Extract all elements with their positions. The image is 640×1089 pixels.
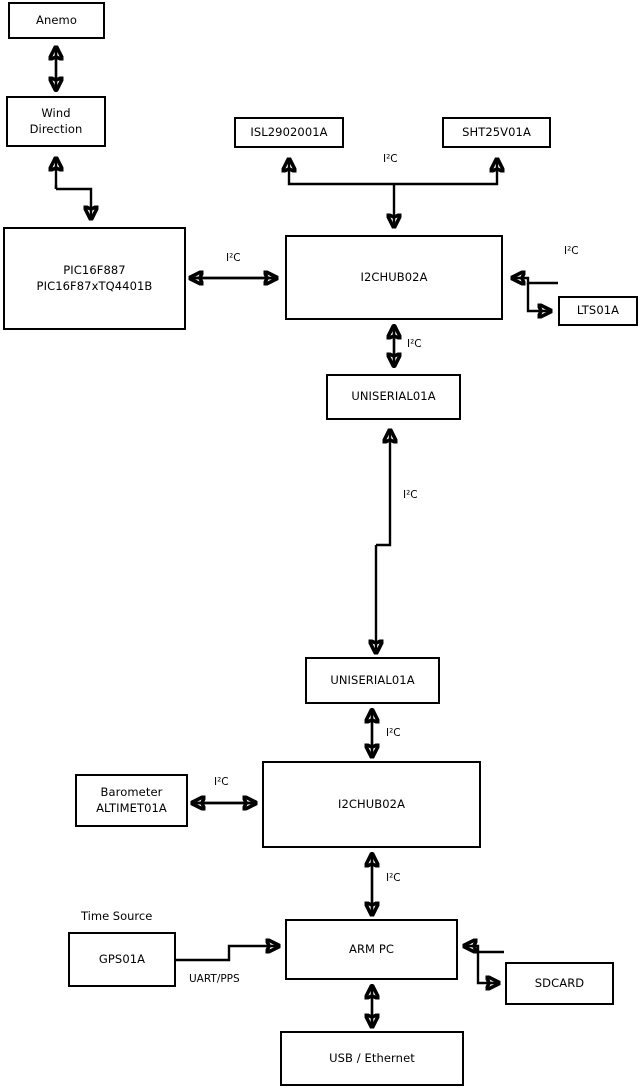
edge-label-i2c-uniserial-link: I²C xyxy=(403,489,418,501)
node-gps01a-label: GPS01A xyxy=(98,951,146,966)
edge-label-i2c-hub-uniserial: I²C xyxy=(407,338,422,350)
node-barometer-altimet01a[interactable]: Barometer ALTIMET01A xyxy=(75,774,188,827)
node-i2chub02a-top[interactable]: I2CHUB02A xyxy=(285,235,503,320)
node-uniserial01a-bottom[interactable]: UNISERIAL01A xyxy=(305,657,440,704)
node-arm-pc[interactable]: ARM PC xyxy=(285,919,458,980)
node-uniserial01a-top-label: UNISERIAL01A xyxy=(351,389,436,404)
node-anemo[interactable]: Anemo xyxy=(8,2,105,39)
edge-label-uart-pps: UART/PPS xyxy=(189,973,240,985)
wire-lts-hub xyxy=(512,278,558,283)
node-pic-label: PIC16F887 PIC16F87xTQ4401B xyxy=(36,263,153,293)
wire-hub-lts xyxy=(526,283,551,311)
wire-hub-sht xyxy=(394,159,497,186)
node-usb-ethernet-label: USB / Ethernet xyxy=(329,1050,415,1065)
edge-label-i2c-uniserial-hub-bottom: I²C xyxy=(386,727,401,739)
wire-uniserial-link-up xyxy=(376,430,390,547)
node-usb-ethernet[interactable]: USB / Ethernet xyxy=(280,1031,464,1086)
node-barometer-label: Barometer ALTIMET01A xyxy=(96,785,167,815)
node-i2chub02a-top-label: I2CHUB02A xyxy=(360,269,428,284)
node-sht25v01a-label: SHT25V01A xyxy=(462,124,531,139)
wire-winddirection-step xyxy=(56,187,91,219)
node-uniserial01a-bottom-label: UNISERIAL01A xyxy=(330,672,415,687)
node-isl2902001a[interactable]: ISL2902001A xyxy=(234,117,344,148)
edge-label-i2c-sensors-top: I²C xyxy=(383,153,398,165)
node-i2chub02a-bottom-label: I2CHUB02A xyxy=(337,796,406,811)
wire-hub-isl xyxy=(289,159,394,186)
node-wind-direction[interactable]: Wind Direction xyxy=(6,96,106,147)
node-sdcard-label: SDCARD xyxy=(534,975,585,990)
node-pic-microcontroller[interactable]: PIC16F887 PIC16F87xTQ4401B xyxy=(3,227,186,330)
node-arm-pc-label: ARM PC xyxy=(349,941,394,956)
node-isl2902001a-label: ISL2902001A xyxy=(250,124,328,139)
node-lts01a-label: LTS01A xyxy=(576,303,620,318)
label-time-source: Time Source xyxy=(81,909,153,923)
node-sht25v01a[interactable]: SHT25V01A xyxy=(442,117,551,148)
node-anemo-label: Anemo xyxy=(36,12,77,27)
node-lts01a[interactable]: LTS01A xyxy=(558,296,638,326)
edge-label-i2c-hub-lts: I²C xyxy=(564,245,579,257)
node-sdcard[interactable]: SDCARD xyxy=(505,962,614,1005)
node-wind-direction-label: Wind Direction xyxy=(29,106,83,136)
wire-gps-armpc xyxy=(176,946,279,962)
node-uniserial01a-top[interactable]: UNISERIAL01A xyxy=(326,374,461,420)
edge-label-i2c-hub-armpc: I²C xyxy=(386,872,401,884)
node-gps01a[interactable]: GPS01A xyxy=(68,932,176,987)
wire-armpc-sdcard xyxy=(476,952,499,983)
wire-sdcard-armpc xyxy=(464,946,504,952)
edge-label-i2c-pic-hub: I²C xyxy=(226,252,241,264)
edge-label-i2c-barometer-hub: I²C xyxy=(214,776,229,788)
node-i2chub02a-bottom[interactable]: I2CHUB02A xyxy=(262,761,481,848)
